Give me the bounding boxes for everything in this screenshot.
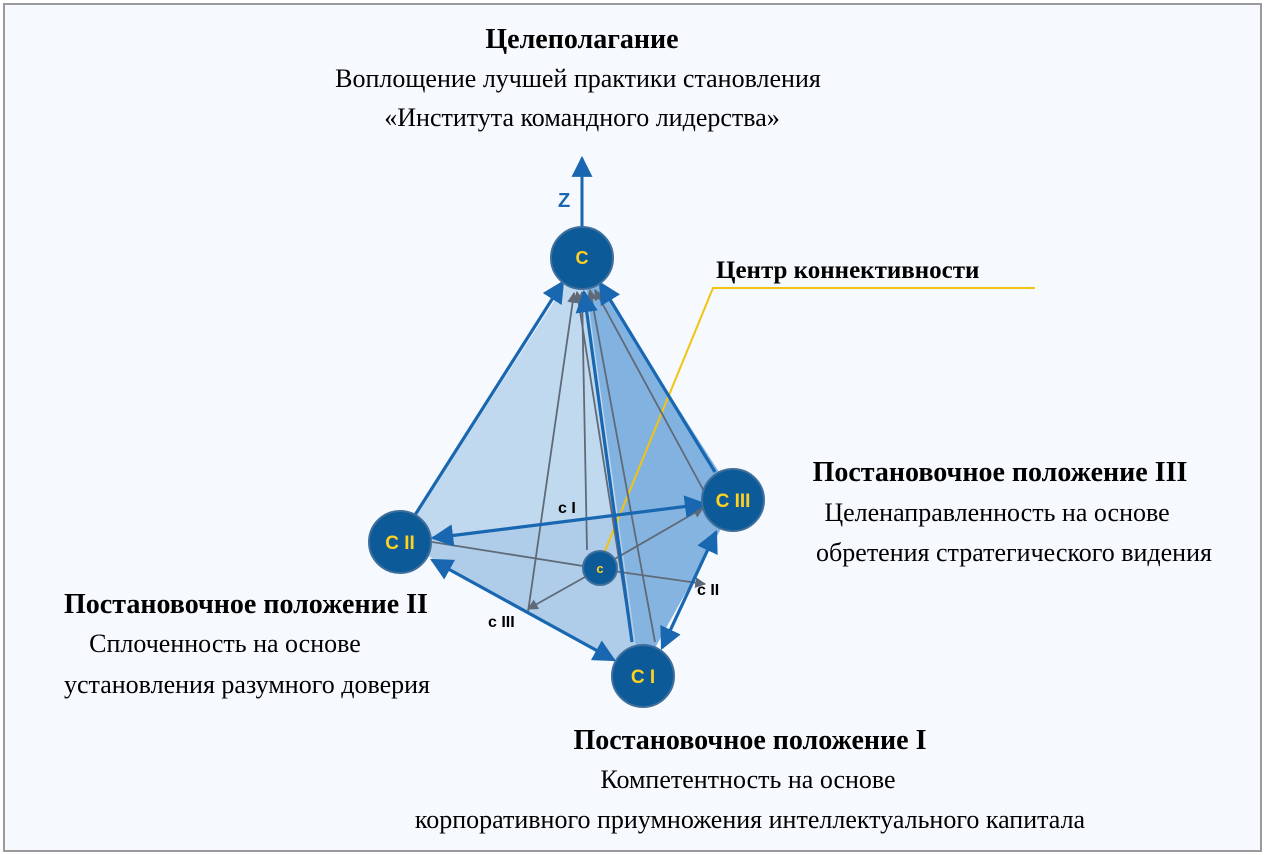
face-right <box>582 258 737 675</box>
position-3-title: Постановочное положение III <box>813 457 1188 488</box>
edge-c1-c3 <box>660 529 718 651</box>
center-leader-line <box>597 287 1035 569</box>
arrow-c1-to-apex-right <box>586 288 656 643</box>
position-1-line1: Компетентность на основе <box>600 765 895 794</box>
edge-c2-c1 <box>430 558 616 662</box>
node-c2-label: С II <box>385 533 415 554</box>
node-c1: С I <box>611 644 675 708</box>
top-line1: Воплощение лучшей практики становления <box>335 64 821 93</box>
blue-edges <box>413 280 718 662</box>
edge-c2-apex <box>413 280 565 516</box>
small-label-c2: с II <box>697 582 719 599</box>
small-label-c1: с I <box>558 500 576 517</box>
node-center: с <box>582 550 618 586</box>
node-apex: С <box>550 226 614 290</box>
node-c2: С II <box>368 510 432 574</box>
position-1-title: Постановочное положение I <box>573 725 926 756</box>
top-line2: «Института командного лидерства» <box>384 103 779 132</box>
position-2-title: Постановочное положение II <box>64 589 428 620</box>
position-2-line2: установления разумного доверия <box>64 670 430 699</box>
node-center-label: с <box>596 561 603 576</box>
position-2-line1: Сплоченность на основе <box>89 629 361 658</box>
position-1-line2: корпоративного приумножения интеллектуал… <box>415 805 1086 834</box>
position-3-line1: Целенаправленность на основе <box>824 498 1169 527</box>
z-axis-label: Z <box>558 190 570 212</box>
node-c1-label: С I <box>631 667 655 688</box>
edge-c2-c3 <box>430 495 708 547</box>
top-title: Целеполагание <box>485 24 678 55</box>
center-connectivity-label: Центр коннективности <box>716 257 979 284</box>
edge-c3-apex <box>598 281 717 473</box>
small-label-c3: с III <box>488 614 515 631</box>
position-3-line2: обретения стратегического видения <box>816 538 1212 567</box>
edge-c1-apex <box>575 289 634 643</box>
node-apex-label: С <box>576 248 589 268</box>
arrow-c3-to-apex <box>594 289 713 507</box>
node-c3-label: С III <box>716 491 751 512</box>
node-c3: С III <box>701 468 765 532</box>
